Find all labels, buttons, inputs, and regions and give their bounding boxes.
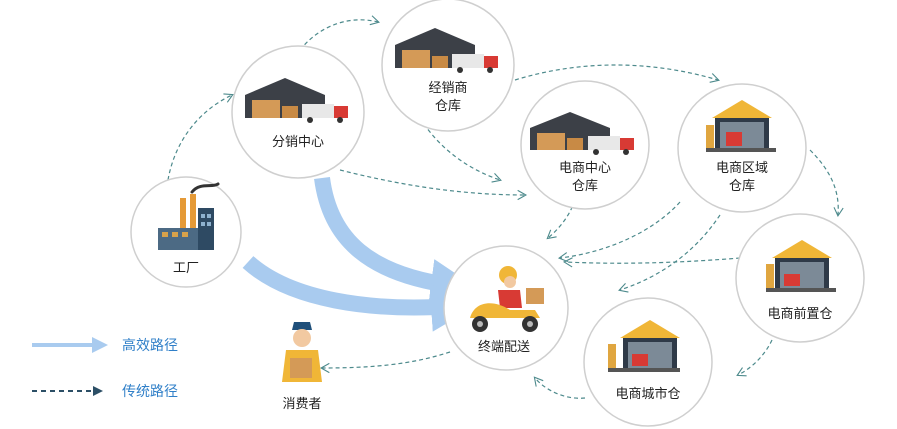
warehouse-truck-icon xyxy=(245,78,348,123)
legend-traditional-label: 传统路径 xyxy=(122,384,178,400)
node-label-line2: 仓库 xyxy=(572,178,598,194)
warehouse-truck-icon xyxy=(395,28,498,73)
path-distribution-to-dealer xyxy=(299,15,380,51)
consumer-person-icon xyxy=(282,322,322,382)
node-terminal-delivery: 终端配送 xyxy=(443,245,569,371)
path-factory-to-distribution xyxy=(167,93,234,181)
node-ecommerce-center-warehouse: 电商中心 仓库 xyxy=(520,80,650,210)
path-distribution-to-ecenter-lower xyxy=(339,169,528,201)
node-factory: 工厂 xyxy=(130,176,242,288)
node-label-line2: 仓库 xyxy=(435,98,461,114)
node-ecommerce-front-warehouse: 电商前置仓 xyxy=(735,213,865,343)
path-terminal-to-consumer xyxy=(319,351,451,374)
node-label-line1: 电商区域 xyxy=(716,161,768,176)
node-dealer-warehouse: 经销商 仓库 xyxy=(381,0,515,132)
factory-icon xyxy=(158,182,220,250)
node-label: 工厂 xyxy=(173,261,199,276)
node-label-line2: 仓库 xyxy=(729,178,755,194)
efficient-arrow-from-factory xyxy=(242,255,479,332)
node-label: 消费者 xyxy=(282,397,321,412)
node-label: 电商前置仓 xyxy=(767,306,832,322)
traditional-paths xyxy=(167,15,844,399)
path-regional-to-terminal xyxy=(557,201,681,263)
warehouse-garage-icon xyxy=(706,100,776,152)
warehouse-truck-icon xyxy=(530,112,634,155)
warehouse-garage-icon xyxy=(766,240,836,292)
path-city-to-terminal xyxy=(533,376,586,399)
node-label: 终端配送 xyxy=(478,339,530,355)
node-label-line1: 电商中心 xyxy=(559,161,611,176)
path-dealer-to-ecenter xyxy=(419,117,502,183)
legend-efficient-label: 高效路径 xyxy=(122,337,178,354)
path-front-to-terminal xyxy=(562,257,741,268)
path-regional-to-terminal-long xyxy=(618,214,721,293)
path-dealer-to-regional xyxy=(514,64,720,83)
node-consumer: 消费者 xyxy=(282,322,322,412)
node-label-line1: 经销商 xyxy=(428,81,467,96)
node-label: 电商城市仓 xyxy=(615,386,680,402)
node-distribution-center: 分销中心 xyxy=(231,45,365,179)
node-ecommerce-regional-warehouse: 电商区域 仓库 xyxy=(677,83,807,213)
node-label: 分销中心 xyxy=(272,135,324,150)
efficient-arrow-from-distribution-center xyxy=(314,176,479,307)
legend: 高效路径 传统路径 xyxy=(32,337,178,400)
path-front-to-city xyxy=(736,339,773,377)
warehouse-garage-icon xyxy=(608,320,680,372)
node-ecommerce-city-warehouse: 电商城市仓 xyxy=(583,297,713,427)
path-regional-to-front xyxy=(809,149,844,218)
delivery-scooter-icon xyxy=(470,266,544,332)
